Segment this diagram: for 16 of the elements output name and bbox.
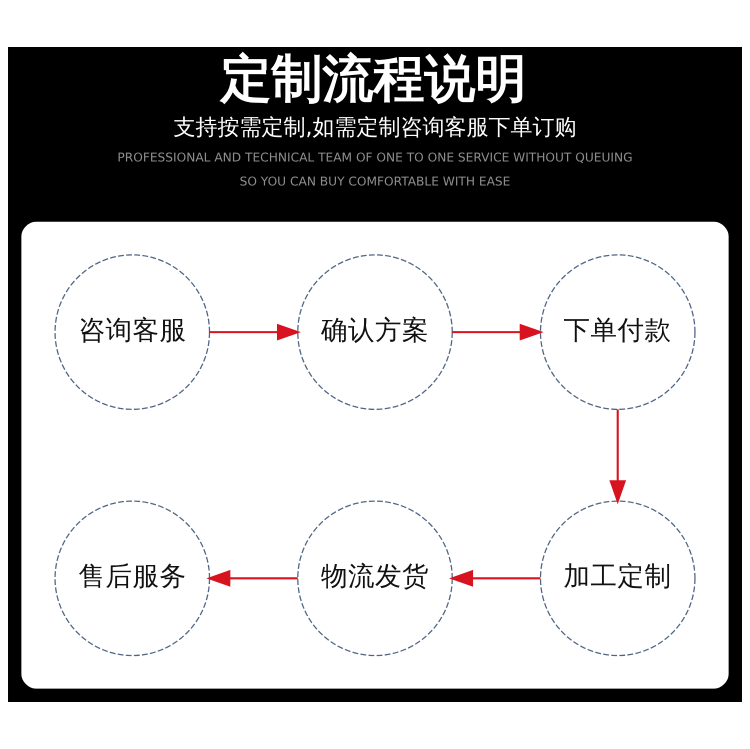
- node-circle: 物流发货: [297, 500, 453, 656]
- label: SO YOU CAN BUY COMFORTABLE WITH EASE: [240, 174, 510, 189]
- diagram-title: 定制流程说明: [220, 50, 527, 110]
- node-circle: 咨询客服: [54, 254, 210, 410]
- label: 支持按需定制,如需定制咨询客服下单订购: [173, 115, 577, 140]
- arrow: [449, 570, 540, 587]
- node-circle: 确认方案: [297, 254, 453, 410]
- node-circle: 售后服务: [54, 500, 210, 656]
- arrow: [609, 409, 626, 504]
- arrow: [206, 570, 298, 587]
- node-circle: 下单付款: [540, 254, 696, 410]
- cluster: [21, 222, 729, 689]
- arrow: [452, 324, 544, 340]
- label: PROFESSIONAL AND TECHNICAL TEAM OF ONE TO ONE SERVICE WITHOUT QUEUING: [117, 150, 633, 164]
- node-circle: 加工定制: [540, 500, 696, 656]
- arrow: [210, 324, 301, 340]
